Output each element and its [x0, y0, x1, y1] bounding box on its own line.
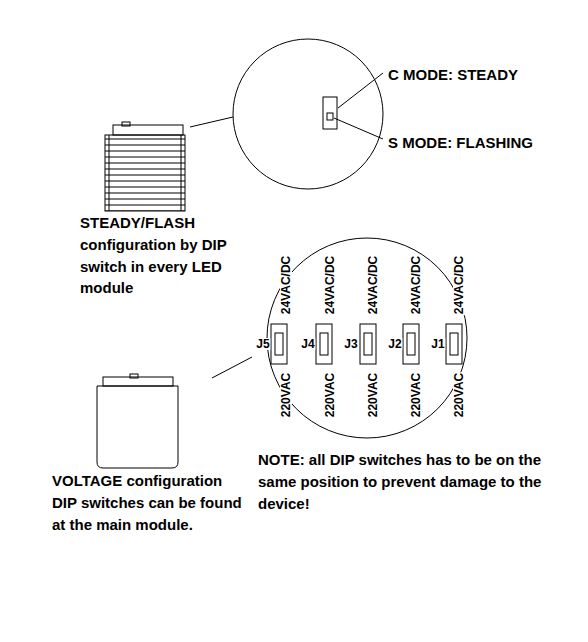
- voltage-label: 220VAC: [453, 372, 465, 418]
- leader-line: [338, 73, 383, 108]
- voltage-dip-switches: [271, 324, 462, 364]
- note-text: NOTE: all DIP switches has to be on the …: [258, 449, 543, 514]
- leader-line: [190, 117, 233, 127]
- switch-id: J2: [387, 338, 402, 350]
- voltage-label: 220VAC: [324, 372, 336, 418]
- voltage-label: 24VAC/DC: [367, 255, 379, 315]
- voltage-label: 220VAC: [280, 372, 292, 418]
- main-module: [97, 374, 178, 468]
- switch-knob: [327, 113, 333, 120]
- mode-label: C MODE: STEADY: [388, 64, 578, 86]
- voltage-label: 220VAC: [410, 372, 422, 418]
- voltage-label: 220VAC: [367, 372, 379, 418]
- mode-dip-switch: [323, 97, 337, 129]
- switch-id: J5: [255, 338, 270, 350]
- detail-circle: [233, 39, 383, 189]
- caption-text: VOLTAGE configuration DIP switches can b…: [52, 470, 247, 535]
- mode-label: S MODE: FLASHING: [388, 132, 583, 154]
- switch-id: J1: [430, 338, 445, 350]
- leader-line: [212, 357, 252, 378]
- led-module: [105, 122, 185, 211]
- detail-circle: [267, 238, 467, 438]
- switch-id: J4: [300, 338, 315, 350]
- voltage-label: 24VAC/DC: [453, 255, 465, 315]
- switch-id: J3: [343, 338, 358, 350]
- voltage-label: 24VAC/DC: [324, 255, 336, 315]
- voltage-label: 24VAC/DC: [280, 255, 292, 315]
- voltage-label: 24VAC/DC: [410, 255, 422, 315]
- leader-line: [334, 118, 383, 139]
- caption-text: STEADY/FLASH configuration by DIP switch…: [80, 212, 260, 299]
